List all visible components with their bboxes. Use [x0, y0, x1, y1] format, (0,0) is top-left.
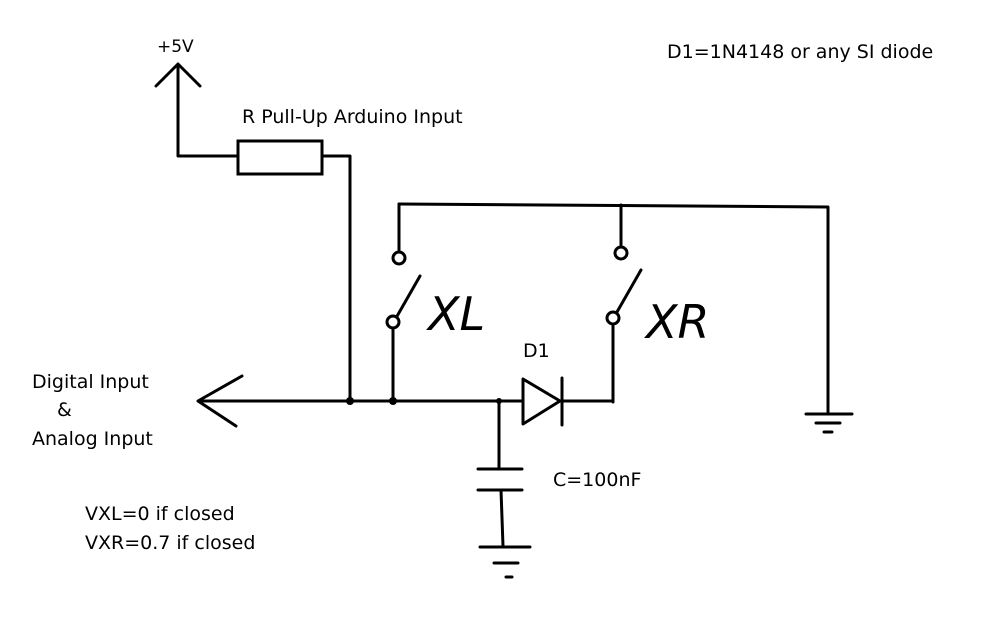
input-arrow	[196, 374, 244, 428]
switch-xr-label: XR	[644, 295, 709, 349]
switch-xl	[385, 202, 422, 404]
right-ground-symbol	[804, 412, 854, 434]
capacitor-label: C=100nF	[553, 469, 641, 491]
capacitor-c	[476, 399, 524, 548]
note-vxl: VXL=0 if closed	[85, 503, 235, 525]
input-label-line3: Analog Input	[32, 428, 153, 450]
junction-dot	[346, 397, 354, 405]
capacitor-ground-symbol	[478, 545, 532, 579]
pull-up-resistor	[236, 139, 324, 176]
resistor-to-node-wire	[320, 154, 352, 404]
switch-xl-label: XL	[426, 287, 485, 341]
top-rail-wire	[397, 202, 830, 414]
junction-dot	[389, 397, 397, 405]
supply-arrow	[154, 62, 240, 158]
diode-note: D1=1N4148 or any SI diode	[667, 41, 933, 63]
switch-xr	[605, 203, 643, 404]
diode-d1	[521, 376, 564, 427]
note-vxr: VXR=0.7 if closed	[85, 532, 255, 554]
supply-label: +5V	[157, 37, 194, 57]
diode-label: D1	[523, 340, 550, 362]
input-label-line2: &	[57, 399, 72, 421]
resistor-label: R Pull-Up Arduino Input	[242, 106, 463, 128]
input-label-line1: Digital Input	[32, 371, 149, 393]
